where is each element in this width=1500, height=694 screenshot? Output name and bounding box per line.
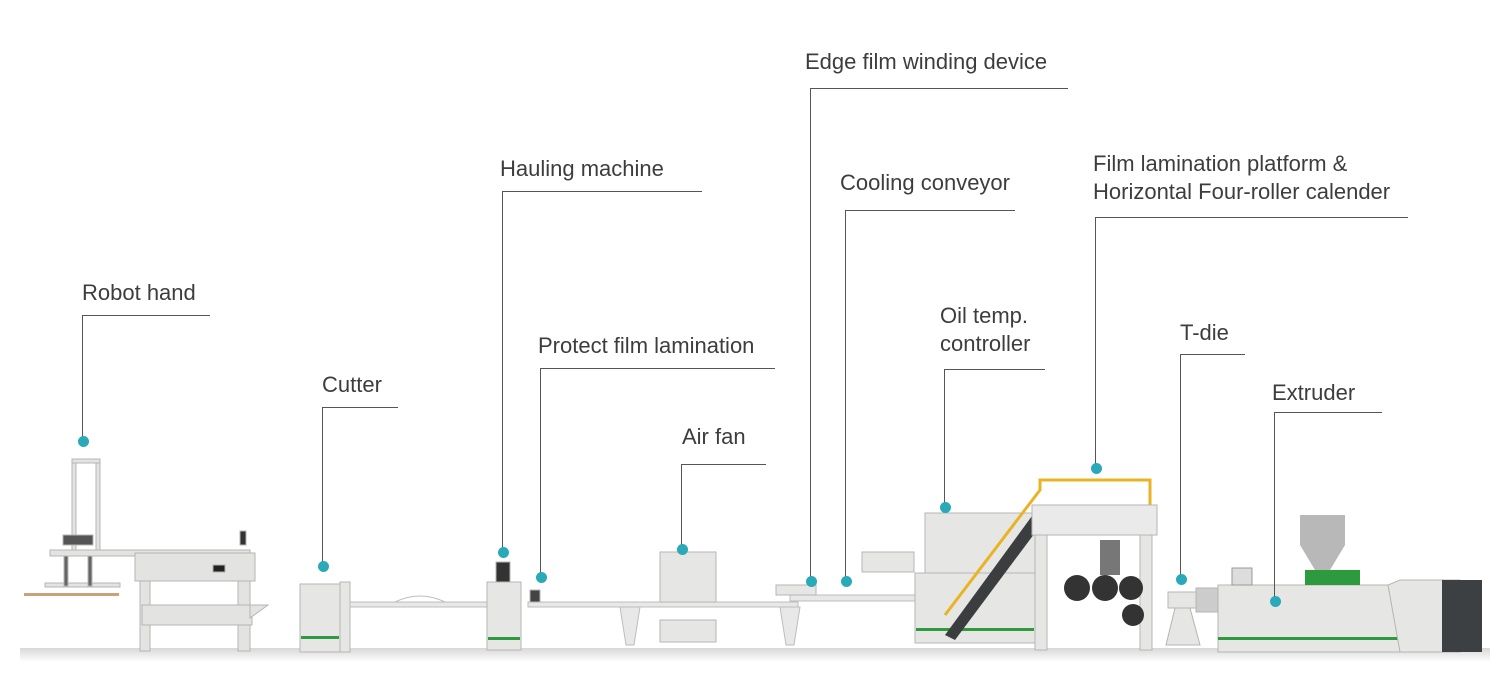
leader-edge-film-h	[810, 88, 1068, 89]
label-protect-film-lamination: Protect film lamination	[538, 333, 755, 358]
leader-protect-film-v	[540, 368, 541, 577]
label-air-fan: Air fan	[682, 424, 746, 449]
marker-dot-protect-film	[536, 572, 547, 583]
cooling-conveyor-machine	[775, 551, 915, 596]
leader-air-fan-h	[681, 464, 766, 465]
leader-cutter-v	[322, 407, 323, 566]
leader-extruder-h	[1274, 412, 1382, 413]
leader-t-die-h	[1180, 354, 1245, 355]
air-fan-machine	[659, 551, 717, 643]
leader-film-lamination-v	[1095, 217, 1096, 468]
label-film-lamination-line1: Film lamination platform &	[1093, 151, 1348, 176]
marker-dot-extruder	[1270, 596, 1281, 607]
leader-robot-hand-h	[82, 315, 210, 316]
leader-air-fan-v	[681, 464, 682, 549]
leader-robot-hand-v	[82, 315, 83, 441]
conveyor-rails	[349, 594, 921, 646]
marker-dot-robot-hand	[78, 436, 89, 447]
marker-dot-air-fan	[677, 544, 688, 555]
robot-hand-machine	[24, 458, 270, 652]
leader-cooling-h	[845, 210, 1015, 211]
calender-platform-machine	[943, 478, 1158, 651]
marker-dot-hauling-machine	[498, 547, 509, 558]
marker-dot-cutter	[318, 561, 329, 572]
leader-edge-film-v	[810, 88, 811, 581]
marker-dot-oil-temp	[940, 502, 951, 513]
leader-cooling-v	[845, 210, 846, 581]
leader-hauling-v	[502, 191, 503, 552]
label-edge-film-winding-device: Edge film winding device	[805, 49, 1048, 74]
label-robot-hand: Robot hand	[82, 280, 196, 305]
leader-oil-temp-v	[944, 369, 945, 507]
leader-cutter-h	[322, 407, 398, 408]
leader-film-lamination-h	[1095, 217, 1408, 218]
leader-hauling-h	[502, 191, 702, 192]
cutter-machine	[299, 581, 351, 653]
label-film-lamination-line2: Horizontal Four-roller calender	[1093, 179, 1391, 204]
label-extruder: Extruder	[1272, 380, 1356, 405]
marker-dot-edge-film	[806, 576, 817, 587]
marker-dot-cooling-conveyor	[841, 576, 852, 587]
hauling-machine-body	[486, 561, 541, 651]
label-oil-temp-line2: controller	[940, 331, 1031, 356]
extruder-machine	[1217, 515, 1482, 653]
label-t-die: T-die	[1180, 320, 1229, 345]
marker-dot-film-lamination	[1091, 463, 1102, 474]
floor-shadow	[20, 648, 1490, 662]
label-cutter: Cutter	[322, 372, 382, 397]
label-cooling-conveyor: Cooling conveyor	[840, 170, 1010, 195]
label-hauling-machine: Hauling machine	[500, 156, 664, 181]
label-oil-temp-line1: Oil temp.	[940, 303, 1029, 328]
leader-extruder-v	[1274, 412, 1275, 601]
leader-protect-film-h	[540, 368, 775, 369]
leader-oil-temp-h	[944, 369, 1045, 370]
t-die-machine	[1165, 587, 1219, 646]
marker-dot-t-die	[1176, 574, 1187, 585]
leader-t-die-v	[1180, 354, 1181, 579]
